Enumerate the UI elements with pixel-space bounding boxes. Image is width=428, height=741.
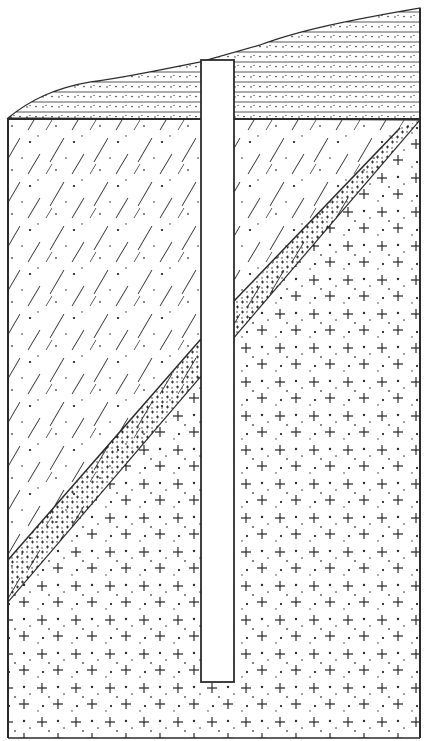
borehole-column <box>201 60 234 682</box>
